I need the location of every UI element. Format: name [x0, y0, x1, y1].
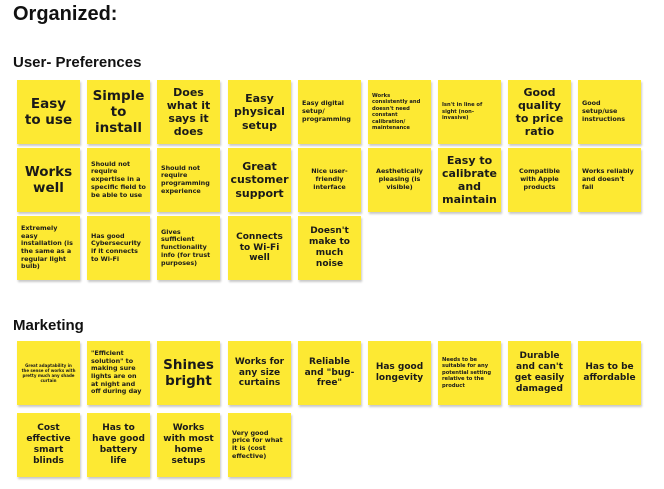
note-text: Works for any size curtains — [234, 356, 285, 389]
sticky-note[interactable]: Easy to use — [17, 80, 80, 144]
note-text: Easy to calibrate and maintain — [442, 153, 497, 207]
section-heading-marketing: Marketing — [13, 317, 84, 334]
sticky-note[interactable]: Works reliably and doesn't fail — [578, 148, 641, 212]
section-heading-user-preferences: User- Preferences — [13, 54, 142, 71]
note-text: Should not require programming experienc… — [161, 163, 210, 195]
note-text: Has to have good battery life — [92, 423, 145, 466]
sticky-note[interactable]: Works with most home setups — [157, 413, 220, 477]
note-text: Easy to use — [24, 95, 73, 128]
sticky-note[interactable]: Has to have good battery life — [87, 413, 150, 477]
sticky-note[interactable]: Durable and can't get easily damaged — [508, 341, 571, 405]
sticky-note[interactable]: Has good longevity — [368, 341, 431, 405]
sticky-note[interactable]: Has good Cybersecurity if it connects to… — [87, 216, 150, 280]
note-text: Isn't in line of sight (non-invasive) — [442, 102, 483, 122]
sticky-note[interactable]: Extremely easy installation (is the same… — [17, 216, 80, 280]
sticky-note[interactable]: Should not require programming experienc… — [157, 148, 220, 212]
note-text: Gives sufficient functionality info (for… — [161, 227, 211, 267]
note-text: Connects to Wi-Fi well — [236, 231, 283, 264]
sticky-note[interactable]: Simple to install — [87, 80, 150, 144]
sticky-note[interactable]: Very good price for what it is (cost eff… — [228, 413, 291, 477]
note-text: Should not require expertise in a specif… — [91, 159, 146, 199]
note-text: Nice user-friendly interface — [311, 167, 348, 191]
sticky-note[interactable]: Works consistently and doesn't need cons… — [368, 80, 431, 144]
sticky-note[interactable]: Easy digital setup/ programming — [298, 80, 361, 144]
note-text: Very good price for what it is (cost eff… — [232, 428, 283, 460]
note-text: Doesn't make to much noise — [309, 226, 350, 269]
note-text: Works consistently and doesn't need cons… — [372, 92, 421, 132]
note-text: Shines bright — [163, 356, 214, 389]
note-text: Good quality to price ratio — [515, 85, 564, 139]
sticky-note[interactable]: Easy physical setup — [228, 80, 291, 144]
note-text: Compatible with Apple products — [519, 167, 560, 191]
sticky-note[interactable]: "Efficient solution" to making sure ligh… — [87, 341, 150, 405]
sticky-note[interactable]: Compatible with Apple products — [508, 148, 571, 212]
sticky-note[interactable]: Needs to be suitable for any potential s… — [438, 341, 501, 405]
note-text: Works with most home setups — [163, 423, 214, 466]
page-title: Organized: — [13, 3, 118, 25]
sticky-note[interactable]: Connects to Wi-Fi well — [228, 216, 291, 280]
note-text: Works well — [24, 163, 73, 196]
sticky-note[interactable]: Works for any size curtains — [228, 341, 291, 405]
note-text: Needs to be suitable for any potential s… — [442, 356, 492, 389]
sticky-note[interactable]: Shines bright — [157, 341, 220, 405]
sticky-note[interactable]: Good quality to price ratio — [508, 80, 571, 144]
sticky-note[interactable]: Cost effective smart blinds — [17, 413, 80, 477]
note-text: Reliable and "bug-free" — [304, 356, 355, 389]
note-text: Cost effective smart blinds — [26, 423, 71, 466]
note-text: Great adaptability in the sense of works… — [21, 363, 76, 383]
sticky-note[interactable]: Good setup/use instructions — [578, 80, 641, 144]
sticky-note[interactable]: Doesn't make to much noise — [298, 216, 361, 280]
note-text: Works reliably and doesn't fail — [582, 167, 634, 191]
sticky-note[interactable]: Gives sufficient functionality info (for… — [157, 216, 220, 280]
sticky-note[interactable]: Isn't in line of sight (non-invasive) — [438, 80, 501, 144]
note-text: Aesthetically pleasing (is visible) — [376, 167, 423, 191]
sticky-note[interactable]: Great customer support — [228, 148, 291, 212]
sticky-note[interactable]: Easy to calibrate and maintain — [438, 148, 501, 212]
sticky-note[interactable]: Works well — [17, 148, 80, 212]
sticky-note[interactable]: Reliable and "bug-free" — [298, 341, 361, 405]
sticky-note[interactable]: Has to be affordable — [578, 341, 641, 405]
note-text: Does what it says it does — [166, 85, 211, 139]
note-text: Has good longevity — [375, 362, 424, 383]
note-text: Has to be affordable — [583, 362, 636, 383]
sticky-note[interactable]: Aesthetically pleasing (is visible) — [368, 148, 431, 212]
note-text: Good setup/use instructions — [582, 99, 626, 123]
note-text: Easy digital setup/ programming — [302, 99, 351, 123]
note-text: Has good Cybersecurity if it connects to… — [91, 231, 141, 263]
sticky-note[interactable]: Should not require expertise in a specif… — [87, 148, 150, 212]
note-text: Durable and can't get easily damaged — [514, 351, 565, 394]
sticky-note[interactable]: Nice user-friendly interface — [298, 148, 361, 212]
sticky-note[interactable]: Great adaptability in the sense of works… — [17, 341, 80, 405]
note-text: Great customer support — [230, 160, 289, 200]
note-text: Extremely easy installation (is the same… — [21, 223, 73, 271]
sticky-note[interactable]: Does what it says it does — [157, 80, 220, 144]
note-text: Simple to install — [92, 87, 145, 137]
note-text: "Efficient solution" to making sure ligh… — [91, 348, 142, 396]
note-text: Easy physical setup — [234, 92, 285, 132]
